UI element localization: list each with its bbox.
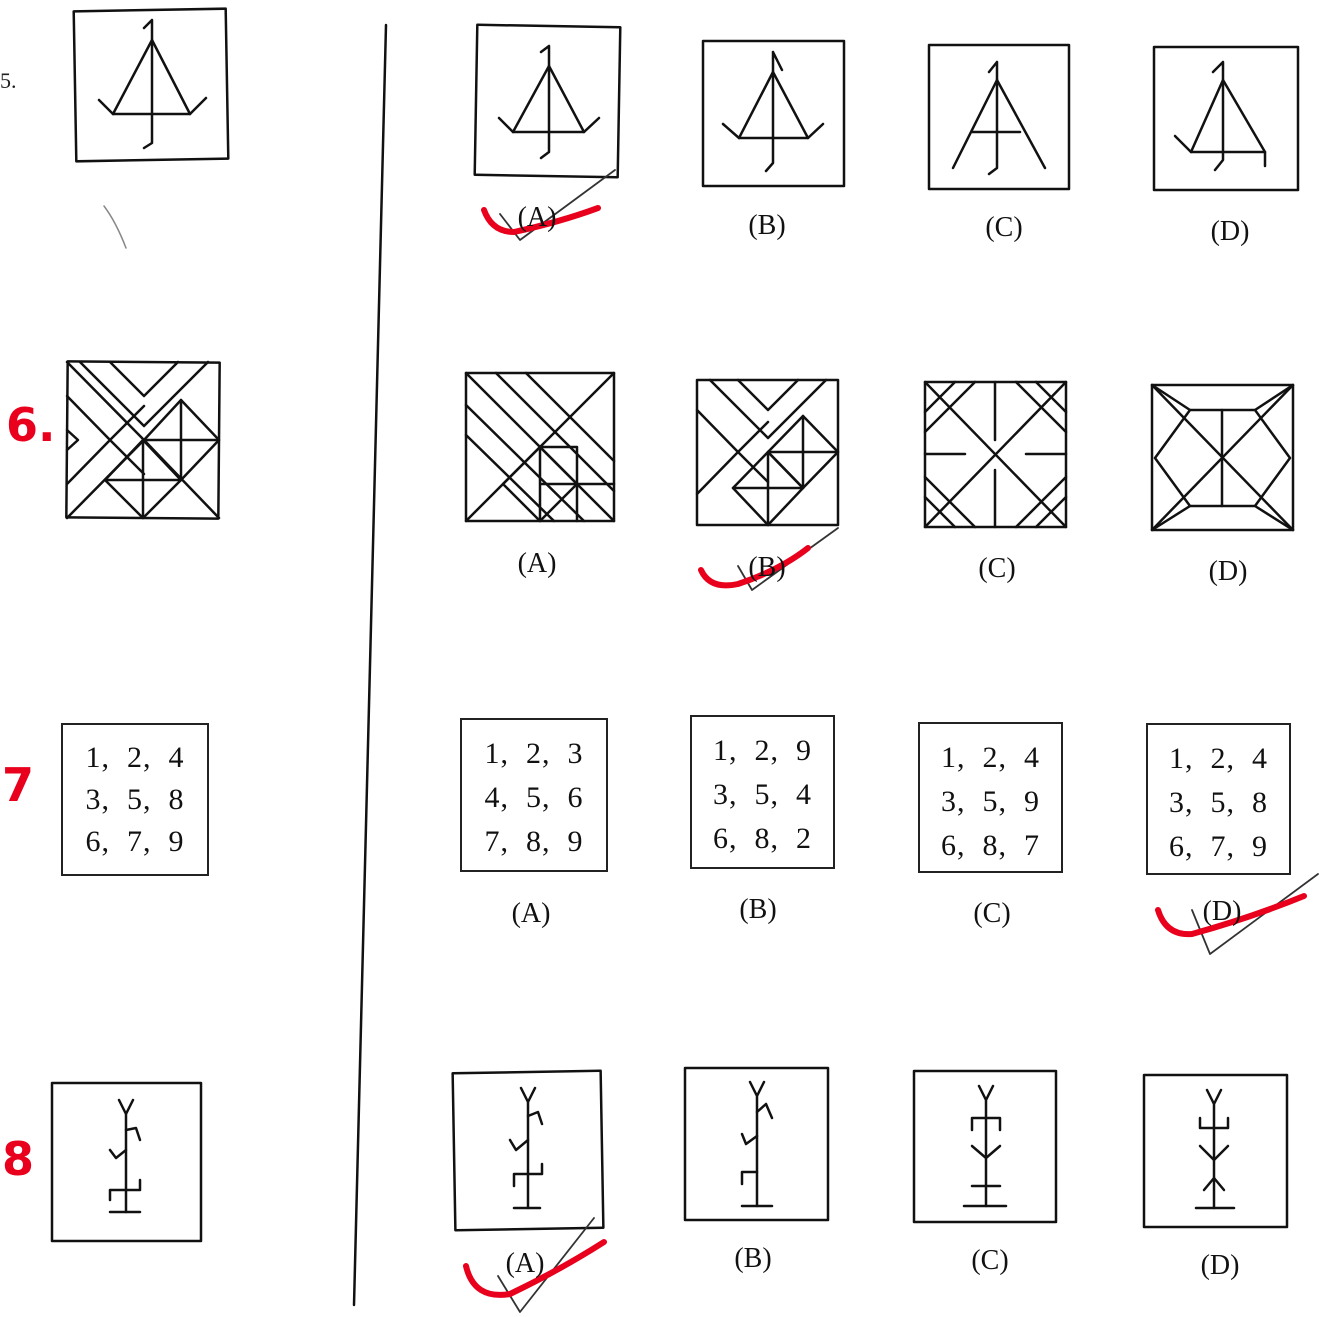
q5-option-b-figure xyxy=(703,41,844,186)
q8-option-a-label: (A) xyxy=(485,1248,565,1280)
q7-option-c-label: (C) xyxy=(952,898,1032,930)
q8-option-c-label: (C) xyxy=(950,1245,1030,1277)
q7-option-c-grid: 1, 2, 4 3, 5, 9 6, 8, 7 xyxy=(918,722,1063,873)
q5-option-c-label: (C) xyxy=(964,212,1044,244)
q7-option-c-row-1: 1, 2, 4 xyxy=(920,736,1061,780)
q7-option-d-row-3: 6, 7, 9 xyxy=(1148,825,1289,869)
q6-option-b-label: (B) xyxy=(727,552,807,584)
q7-option-a-row-2: 4, 5, 6 xyxy=(462,776,606,820)
q7-question-row-1: 1, 2, 4 xyxy=(63,737,207,779)
q8-option-b-label: (B) xyxy=(713,1243,793,1275)
q6-option-a-figure xyxy=(466,373,614,521)
q7-option-a-label: (A) xyxy=(491,898,571,930)
q7-option-c-row-2: 3, 5, 9 xyxy=(920,780,1061,824)
q5-option-a-label: (A) xyxy=(497,202,577,234)
q6-option-d-label: (D) xyxy=(1188,556,1268,588)
q6-option-d-figure xyxy=(1152,385,1293,530)
q7-option-d-row-1: 1, 2, 4 xyxy=(1148,737,1289,781)
q8-option-a-figure xyxy=(453,1071,604,1231)
stray-pencil-mark xyxy=(104,206,126,248)
q7-option-d-row-2: 3, 5, 8 xyxy=(1148,781,1289,825)
q7-option-a-row-1: 1, 2, 3 xyxy=(462,732,606,776)
column-divider xyxy=(354,25,386,1305)
q5-option-c-figure xyxy=(929,45,1069,189)
q5-option-a-figure xyxy=(475,25,621,177)
q5-question-figure xyxy=(74,9,229,162)
q8-option-d-figure xyxy=(1144,1075,1287,1227)
q6-option-c-figure xyxy=(925,382,1066,527)
q8-option-b-figure xyxy=(685,1068,828,1220)
q7-option-c-row-3: 6, 8, 7 xyxy=(920,824,1061,868)
q7-option-b-row-1: 1, 2, 9 xyxy=(692,729,833,773)
q7-question-row-2: 3, 5, 8 xyxy=(63,779,207,821)
q6-option-a-label: (A) xyxy=(497,548,577,580)
q7-option-b-grid: 1, 2, 9 3, 5, 4 6, 8, 2 xyxy=(690,715,835,869)
q7-option-d-grid: 1, 2, 4 3, 5, 8 6, 7, 9 xyxy=(1146,723,1291,875)
q5-option-b-label: (B) xyxy=(727,210,807,242)
q6-question-figure xyxy=(66,361,219,518)
q7-option-b-row-3: 6, 8, 2 xyxy=(692,817,833,861)
q7-option-a-row-3: 7, 8, 9 xyxy=(462,820,606,864)
q6-option-b-figure xyxy=(697,380,838,525)
q7-option-b-row-2: 3, 5, 4 xyxy=(692,773,833,817)
q7-option-b-label: (B) xyxy=(718,894,798,926)
q7-question-grid: 1, 2, 4 3, 5, 8 6, 7, 9 xyxy=(61,723,209,876)
q8-question-figure xyxy=(52,1083,201,1241)
q8-option-c-figure xyxy=(914,1071,1056,1222)
q5-option-d-label: (D) xyxy=(1190,216,1270,248)
q8-option-d-label: (D) xyxy=(1180,1250,1260,1282)
q5-option-d-figure xyxy=(1154,47,1298,190)
q7-question-row-3: 6, 7, 9 xyxy=(63,821,207,863)
q7-option-a-grid: 1, 2, 3 4, 5, 6 7, 8, 9 xyxy=(460,718,608,872)
q6-option-c-label: (C) xyxy=(957,553,1037,585)
q7-option-d-label: (D) xyxy=(1182,896,1262,928)
